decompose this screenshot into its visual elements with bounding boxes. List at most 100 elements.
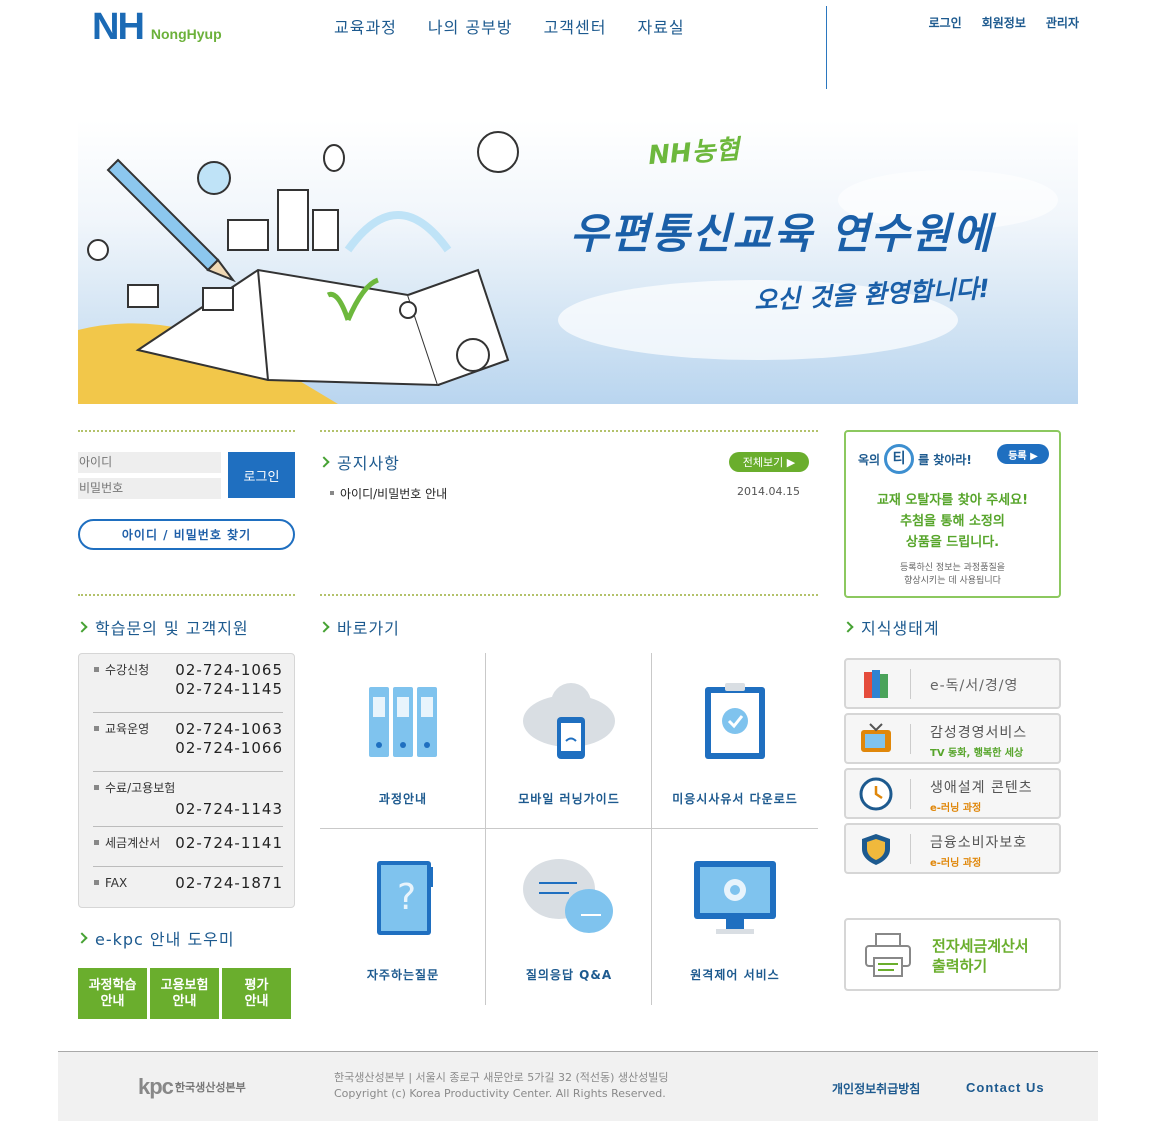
main-banner: NH농협 우편통신교육 연수원에 오신 것을 환영합니다! [78,120,1078,404]
notice-item-date: 2014.04.15 [737,485,800,498]
util-login[interactable]: 로그인 [928,16,962,30]
grid-line [651,653,652,1005]
button-line: 안내 [172,993,197,1009]
e-tax-invoice-button[interactable]: 전자세금계산서 출력하기 [844,918,1061,991]
contact-label: 교육운영 [93,720,175,767]
knowledge-sublabel: e-러닝 과정 [930,803,982,814]
button-line: 평가 [244,977,269,993]
chevron-right-icon [76,621,88,633]
notice-title: 공지사항 [318,450,400,474]
chat-bubbles-icon [523,859,613,933]
shortcut-mobile-guide[interactable]: 모바일 러닝가이드 [486,653,652,829]
separator [910,669,911,699]
nav-customer-center[interactable]: 고객센터 [543,18,607,37]
button-line: 고용보험 [160,977,209,993]
shortcut-title: 바로가기 [318,615,400,639]
contact-label: FAX [93,874,175,901]
typo-event-box[interactable]: 옥의 티 를 찾아라! 등록 ▶ 교재 오탈자를 찾아 주세요! 추첨을 통해 … [844,430,1061,598]
printer-icon [865,933,911,977]
knowledge-e-reading[interactable]: e-독/서/경/영 [844,658,1061,709]
id-input[interactable] [78,452,221,473]
util-member-info[interactable]: 회원정보 [981,16,1026,30]
phone-number: 02-724-1871 [175,874,283,892]
shortcut-title-text: 바로가기 [337,619,400,638]
kpc-logo: kpc 한국생산성본부 [138,1074,246,1100]
shortcut-remote-support[interactable]: 원격제어 서비스 [652,829,818,1005]
shortcut-course-info[interactable]: 과정안내 [320,653,486,829]
header-divider [826,6,827,89]
contact-row: 수료/고용보험 02-724-1143 [93,772,283,827]
divider [320,594,818,596]
clock-icon [859,777,893,811]
logo-mark: NH [92,6,145,48]
contact-row: FAX 02-724-1871 [93,867,283,905]
shortcut-absence-form[interactable]: 미응시사유서 다운로드 [652,653,818,829]
knowledge-label: e-독/서/경/영 [930,678,1019,694]
shortcut-label: 모바일 러닝가이드 [518,792,620,806]
grid-line [485,653,486,1005]
util-admin[interactable]: 관리자 [1045,16,1079,30]
support-title: 학습문의 및 고객지원 [76,615,249,639]
banner-brand: NH농협 [647,134,741,172]
knowledge-life-planning[interactable]: 생애설계 콘텐츠 e-러닝 과정 [844,768,1061,819]
phone-number: 02-724-1066 [175,739,283,757]
button-line: 안내 [100,993,125,1009]
contact-row: 교육운영 02-724-1063 02-724-1066 [93,713,283,772]
grid-line [320,828,818,829]
knowledge-emotional-service[interactable]: 감성경영서비스 TV 동화, 행복한 세상 [844,713,1061,764]
event-heading-pre: 옥의 [858,452,881,467]
nav-resources[interactable]: 자료실 [637,18,685,37]
phone-number: 02-724-1143 [175,800,283,818]
event-note: 등록하신 정보는 과정품질을 향상시키는 데 사용됩니다 [846,562,1059,588]
contact-numbers: 02-724-1143 [93,800,283,822]
knowledge-title: 지식생태계 [842,615,940,639]
kpc-logo-mark: kpc [138,1074,174,1099]
nav-my-study[interactable]: 나의 공부방 [427,18,513,37]
event-heading: 옥의 티 를 찾아라! [858,444,972,474]
privacy-policy-link[interactable]: 개인정보취급방침 [832,1082,921,1096]
event-note-line: 등록하신 정보는 과정품질을 [899,563,1006,573]
shortcut-faq[interactable]: ? 자주하는질문 [320,829,486,1005]
login-button[interactable]: 로그인 [228,452,295,498]
magnifier-icon: 티 [884,444,915,474]
contact-numbers: 02-724-1141 [175,834,283,862]
monitor-gear-icon [694,861,776,934]
contact-label: 수료/고용보험 [93,779,283,800]
contact-us-link[interactable]: Contact Us [966,1080,1045,1095]
event-message-line: 상품을 드립니다. [905,535,1000,550]
copyright-text: Copyright (c) Korea Productivity Center.… [334,1087,666,1100]
e-tax-invoice-line: 전자세금계산서 [932,937,1029,955]
phone-number: 02-724-1063 [175,720,283,738]
books-icon [864,670,888,698]
find-id-password-button[interactable]: 아이디 / 비밀번호 찾기 [78,519,295,550]
nh-logo[interactable]: NH NongHyup [92,6,222,48]
event-note-line: 향상시키는 데 사용됩니다 [904,576,1001,586]
shortcut-qna[interactable]: 질의응답 Q&A [486,829,652,1005]
notice-item-title[interactable]: 아이디/비밀번호 안내 [330,485,737,502]
contact-list: 수강신청 02-724-1065 02-724-1145 교육운영 02-724… [78,653,295,908]
clipboard-check-icon [705,683,765,759]
knowledge-consumer-protection[interactable]: 금융소비자보호 e-러닝 과정 [844,823,1061,874]
notice-item[interactable]: 아이디/비밀번호 안내 2014.04.15 [330,485,800,502]
footer: kpc 한국생산성본부 한국생산성본부 | 서울시 종로구 새문안로 5가길 3… [58,1051,1098,1121]
contact-label: 세금계산서 [93,834,175,862]
nav-courses[interactable]: 교육과정 [334,18,397,37]
event-heading-post: 를 찾아라! [918,452,972,467]
e-tax-invoice-label: 전자세금계산서 출력하기 [932,936,1029,976]
contact-numbers: 02-724-1871 [175,874,283,901]
shortcut-label: 질의응답 Q&A [525,968,613,982]
svg-text:?: ? [397,877,416,918]
helper-title-text: e-kpc 안내 도우미 [95,930,235,949]
knowledge-sublabel: e-러닝 과정 [930,858,982,869]
event-register-button[interactable]: 등록 ▶ [997,444,1049,464]
knowledge-title-text: 지식생태계 [861,619,940,638]
password-input[interactable] [78,478,221,499]
notice-more-button[interactable]: 전체보기 ▶ [729,452,809,472]
notice-title-text: 공지사항 [337,454,400,473]
shortcut-grid: 과정안내 모바일 러닝가이드 미응시사유서 다운로드 ? 자주하는질문 [320,653,818,1005]
address-text: 한국생산성본부 | 서울시 종로구 새문안로 5가길 32 (적선동) 생산성빌… [334,1071,669,1084]
knowledge-label: 금융소비자보호 [930,835,1028,851]
